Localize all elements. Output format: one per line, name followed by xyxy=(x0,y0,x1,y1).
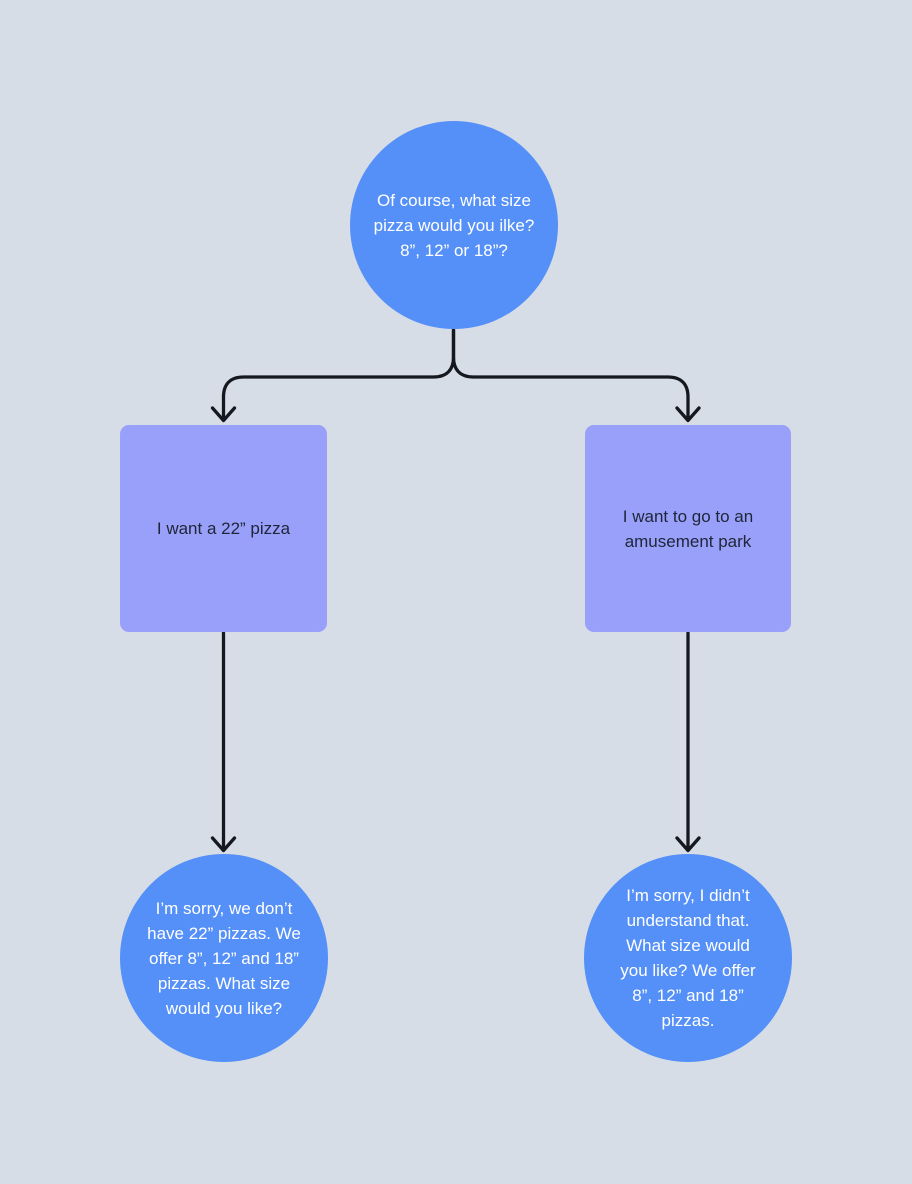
arrowhead-right-circle-icon xyxy=(675,836,701,853)
node-right-result-circle[interactable]: I’m sorry, I didn’t understand that. Wha… xyxy=(584,854,792,1062)
connector-root-to-right-square xyxy=(451,328,690,422)
node-left-result-circle[interactable]: I’m sorry, we don’t have 22” pizzas. We … xyxy=(120,854,328,1062)
connector-root-to-left-square xyxy=(221,328,456,422)
node-root-label: Of course, what size pizza would you ilk… xyxy=(373,190,535,260)
node-left-square[interactable]: I want a 22” pizza xyxy=(120,425,327,632)
node-right-square-label: I want to go to an amusement park xyxy=(622,506,754,551)
node-left-result-label: I’m sorry, we don’t have 22” pizzas. We … xyxy=(147,898,301,1018)
node-root-circle[interactable]: Of course, what size pizza would you ilk… xyxy=(350,121,558,329)
arrowhead-left-circle-icon xyxy=(210,836,237,853)
arrowhead-left-square-icon xyxy=(210,406,237,423)
node-left-square-label: I want a 22” pizza xyxy=(156,519,291,538)
node-right-result-label: I’m sorry, I didn’t understand that. Wha… xyxy=(620,886,756,1030)
arrowhead-right-square-icon xyxy=(675,406,701,423)
node-right-square[interactable]: I want to go to an amusement park xyxy=(585,425,791,632)
